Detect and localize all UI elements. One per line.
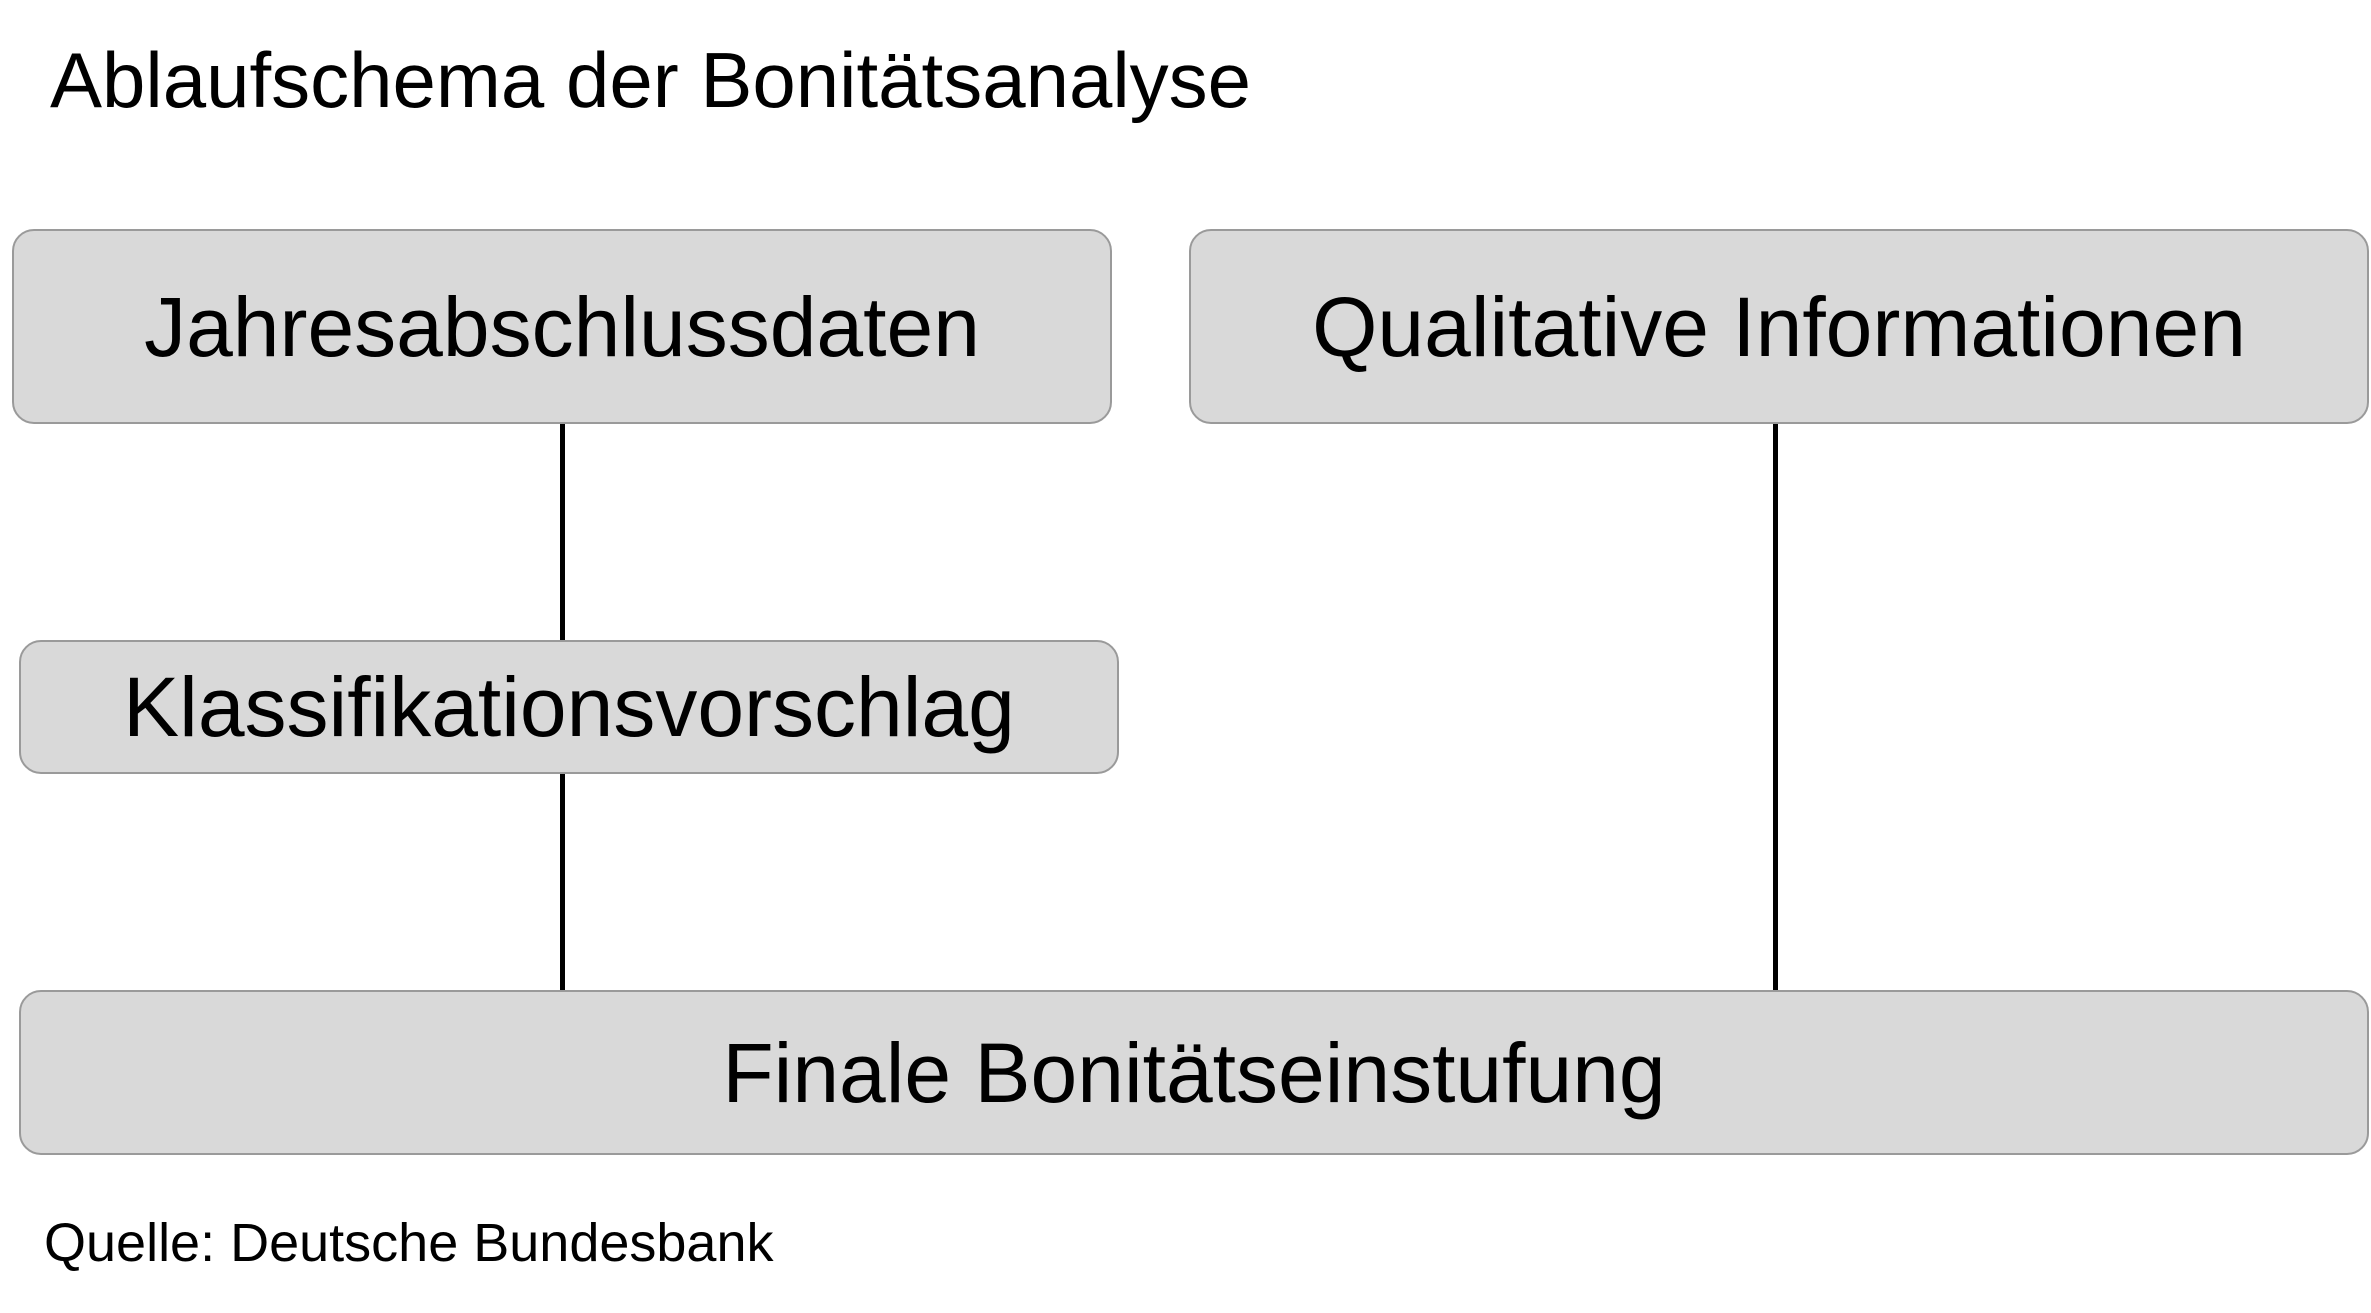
node-annual-data-label: Jahresabschlussdaten xyxy=(144,279,980,374)
node-qualitative-info: Qualitative Informationen xyxy=(1189,229,2369,424)
diagram-title: Ablaufschema der Bonitätsanalyse xyxy=(50,36,1252,124)
connector-qualitative-to-final xyxy=(1773,424,1778,992)
node-final-rating-label: Finale Bonitätseinstufung xyxy=(722,1025,1666,1120)
node-classification-proposal: Klassifikationsvorschlag xyxy=(19,640,1119,774)
node-qualitative-info-label: Qualitative Informationen xyxy=(1312,279,2246,374)
node-annual-data: Jahresabschlussdaten xyxy=(12,229,1112,424)
connector-annual-to-classification xyxy=(560,424,565,642)
connector-classification-to-final xyxy=(560,772,565,992)
node-final-rating: Finale Bonitätseinstufung xyxy=(19,990,2369,1155)
source-note: Quelle: Deutsche Bundesbank xyxy=(44,1213,774,1273)
node-classification-proposal-label: Klassifikationsvorschlag xyxy=(123,660,1015,754)
